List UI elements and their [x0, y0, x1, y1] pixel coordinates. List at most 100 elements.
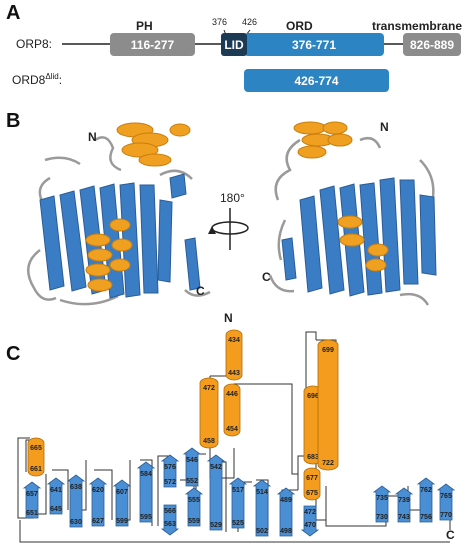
strand-arrow [436, 483, 456, 521]
strand-end-label: 552 [186, 478, 198, 485]
helix-start-label: 446 [226, 391, 238, 398]
lid-domain-box: LID [221, 33, 247, 56]
helix-start-label: 696 [307, 393, 319, 400]
strand-arrow [416, 477, 436, 523]
left-structure-c-terminus: C [196, 284, 205, 298]
helix-end-label: 661 [30, 466, 42, 473]
ord8-dlid-domain-box: 426-774 [244, 69, 389, 92]
strand-end-label: 595 [140, 514, 152, 521]
strand-end-label: 559 [188, 518, 200, 525]
strand-arrow [184, 487, 204, 527]
strand-arrow [88, 477, 108, 527]
strand-start-label: 489 [280, 497, 292, 504]
helix-start-label: 434 [228, 337, 240, 344]
strand-arrow [300, 505, 320, 537]
panel-label-a: A [6, 2, 21, 24]
orp8-row-label: ORP8: [16, 37, 53, 51]
tm-domain-range: 826-889 [409, 37, 455, 52]
helix-start-label: 472 [203, 385, 215, 392]
helix-end-label: 722 [322, 460, 334, 467]
strand-end-label: 651 [26, 510, 38, 517]
rotation-label: 180° [220, 191, 245, 205]
ord8-label-sup: Δlid [45, 72, 59, 81]
ord8-label-end: : [58, 73, 63, 87]
strand-start-label: 607 [116, 489, 128, 496]
strand-end-label: 498 [280, 528, 292, 535]
strand-start-label: 566 [164, 508, 176, 515]
strand-start-label: 739 [398, 497, 410, 504]
strand-start-label: 546 [186, 457, 198, 464]
helix-cylinder [27, 437, 45, 477]
strand-start-label: 542 [210, 464, 222, 471]
strand-arrow [46, 477, 66, 515]
ph-domain-box: 116-277 [110, 33, 195, 56]
helix-start-label: 665 [30, 445, 42, 452]
ord-domain-range: 376-771 [291, 37, 337, 52]
strand-arrow [182, 447, 202, 487]
panel-label-b: B [6, 110, 21, 132]
strand-end-label: 630 [70, 519, 82, 526]
strand-end-label: 572 [164, 479, 176, 486]
strand-start-label: 555 [188, 497, 200, 504]
left-structure-n-terminus: N [88, 130, 97, 144]
ord8-dlid-domain-range: 426-774 [294, 73, 339, 88]
strand-arrow [160, 454, 180, 488]
helix-end-label: 675 [306, 490, 318, 497]
strand-start-label: 735 [376, 495, 388, 502]
strand-arrow [66, 474, 86, 528]
strand-arrow [160, 504, 180, 536]
helix-start-label: 699 [322, 347, 334, 354]
tm-domain-title: transmembrane [372, 19, 463, 33]
helix-cylinder [225, 329, 243, 381]
ph-domain-range: 116-277 [130, 37, 175, 52]
strand-start-label: 765 [440, 493, 452, 500]
helix-cylinder [303, 467, 321, 501]
tm-domain-box: 826-889 [403, 33, 461, 56]
helix-cylinder [223, 383, 241, 437]
strand-arrow [22, 481, 42, 519]
strand-end-label: 730 [376, 514, 388, 521]
strand-end-label: 645 [50, 506, 62, 513]
strand-arrow [372, 485, 392, 523]
strand-start-label: 472 [304, 509, 316, 516]
strand-arrow [394, 487, 414, 523]
strand-arrow [206, 454, 226, 531]
helix-cylinder [199, 377, 219, 449]
helix-start-label: 677 [306, 475, 318, 482]
ord8-label-main: ORD8 [12, 73, 46, 87]
topology-c-terminus: C [446, 528, 455, 542]
ph-domain-title: PH [136, 19, 153, 33]
lid-end-label: 426 [242, 17, 258, 27]
strand-arrow [136, 461, 156, 523]
strand-arrow [228, 477, 248, 529]
strand-end-label: 743 [398, 514, 410, 521]
strand-end-label: 529 [210, 522, 222, 529]
helix-cylinder [317, 339, 339, 471]
strand-start-label: 576 [164, 464, 176, 471]
strand-start-label: 584 [140, 471, 152, 478]
strand-start-label: 638 [70, 484, 82, 491]
right-structure-c-terminus: C [262, 270, 271, 284]
strand-start-label: 762 [420, 487, 432, 494]
ord-domain-title: ORD [286, 19, 313, 33]
right-structure-n-terminus: N [380, 120, 389, 134]
ord-domain-box: 376-771 [244, 33, 384, 56]
strand-start-label: 514 [256, 489, 268, 496]
strand-start-label: 517 [232, 487, 244, 494]
lid-start-label: 376 [212, 17, 228, 27]
strand-end-label: 525 [232, 520, 244, 527]
helix-end-label: 454 [226, 426, 238, 433]
strand-start-label: 657 [26, 491, 38, 498]
strand-end-label: 770 [440, 512, 452, 519]
strand-arrow [276, 487, 296, 537]
strand-end-label: 627 [92, 518, 104, 525]
strand-end-label: 470 [304, 522, 316, 529]
strand-end-label: 599 [116, 518, 128, 525]
panel-label-c: C [6, 343, 21, 365]
helix-end-label: 458 [203, 438, 215, 445]
helix-end-label: 683 [307, 454, 319, 461]
topology-n-terminus: N [224, 311, 233, 325]
strand-end-label: 502 [256, 528, 268, 535]
